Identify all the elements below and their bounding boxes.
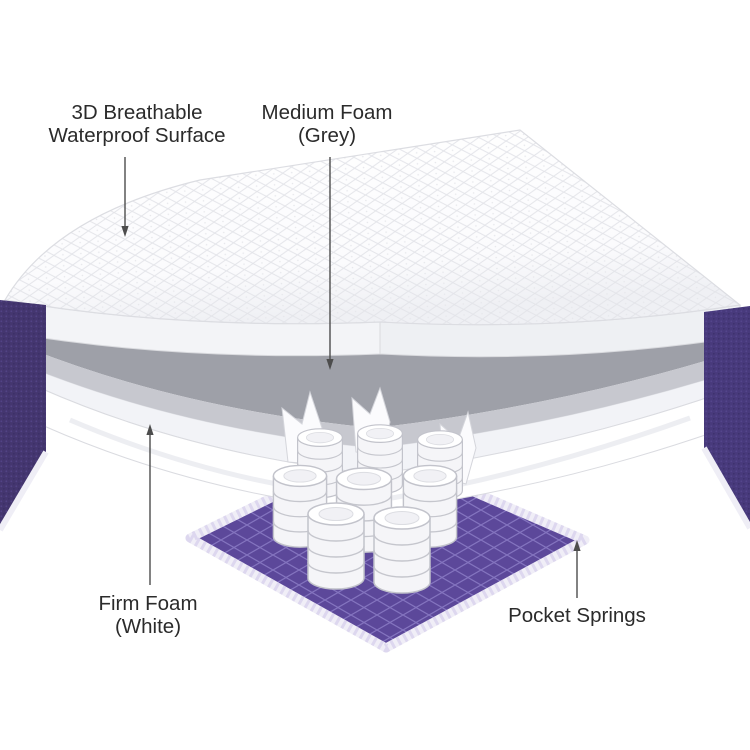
arrowhead-medium-foam bbox=[326, 359, 334, 370]
quilted-top-stitching bbox=[5, 130, 740, 325]
medium-foam-top bbox=[5, 332, 740, 428]
side-fabric-left bbox=[0, 300, 49, 532]
label-pocket-springs-line1: Pocket Springs bbox=[508, 604, 646, 627]
label-waterproof-surface-line2: Waterproof Surface bbox=[48, 124, 226, 147]
label-pocket-springs: Pocket Springs bbox=[508, 604, 646, 627]
quilted-top-outline bbox=[4, 129, 742, 326]
side-trim-left bbox=[0, 450, 49, 532]
label-waterproof-surface-line1: 3D Breathable bbox=[71, 101, 203, 124]
arrowhead-pocket-springs bbox=[573, 540, 581, 551]
base-trim-texture bbox=[185, 443, 590, 653]
leader-lines bbox=[121, 157, 581, 598]
pocket-spring bbox=[373, 506, 431, 594]
pocket-spring bbox=[307, 502, 365, 590]
side-fabric-right bbox=[701, 306, 750, 530]
pocket-springs-group bbox=[272, 386, 477, 594]
side-fabric-right-texture bbox=[704, 306, 750, 528]
label-firm-foam-line1: Firm Foam bbox=[98, 592, 198, 615]
arrowhead-firm-foam bbox=[146, 424, 154, 435]
quilted-top-layer bbox=[4, 129, 742, 358]
label-firm-foam: Firm Foam (White) bbox=[98, 592, 197, 638]
side-fabric-left-texture bbox=[0, 300, 46, 530]
label-firm-foam-line2: (White) bbox=[114, 615, 182, 638]
label-waterproof-surface: 3D Breathable Waterproof Surface bbox=[49, 101, 226, 147]
label-medium-foam: Medium Foam (Grey) bbox=[261, 101, 392, 147]
arrowhead-surface bbox=[121, 226, 129, 237]
label-medium-foam-line1: Medium Foam bbox=[261, 101, 393, 124]
label-medium-foam-line2: (Grey) bbox=[297, 124, 357, 147]
side-trim-right bbox=[701, 446, 750, 530]
